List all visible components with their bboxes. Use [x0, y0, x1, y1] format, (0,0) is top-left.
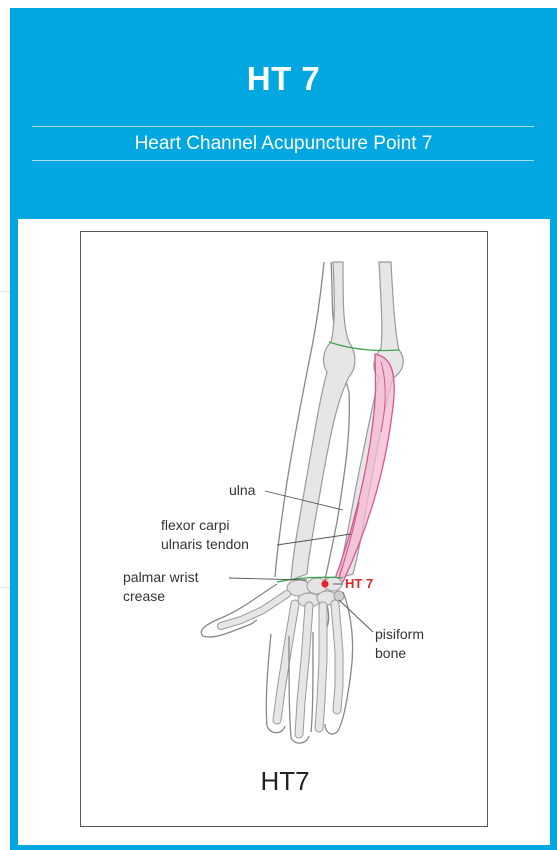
- title-divider-top: [32, 126, 534, 127]
- label-flexor-line2: ulnaris tendon: [161, 536, 249, 552]
- edge-divider: [0, 291, 10, 292]
- figure-caption: HT7: [260, 766, 309, 796]
- label-ulna: ulna: [229, 482, 256, 498]
- figure-card: ulna flexor carpi ulnaris tendon palmar …: [18, 219, 550, 845]
- page-title: HT 7: [10, 60, 557, 98]
- label-flexor-line1: flexor carpi: [161, 517, 229, 533]
- finger-bones: [277, 604, 339, 734]
- edge-divider: [0, 587, 10, 588]
- label-palmar-crease-line1: palmar wrist: [123, 569, 199, 585]
- forearm-illustration: ulna flexor carpi ulnaris tendon palmar …: [81, 232, 489, 828]
- page-subtitle: Heart Channel Acupuncture Point 7: [10, 133, 557, 155]
- title-divider-bottom: [32, 160, 534, 161]
- ht7-point-marker: [321, 580, 328, 587]
- label-ht7-point: HT 7: [345, 576, 373, 591]
- label-pisiform-line2: bone: [375, 645, 406, 661]
- label-palmar-crease-line2: crease: [123, 588, 165, 604]
- label-pisiform-line1: pisiform: [375, 626, 424, 642]
- anatomy-figure: ulna flexor carpi ulnaris tendon palmar …: [80, 231, 488, 827]
- radius-bone: [291, 262, 355, 580]
- header-panel: HT 7 Heart Channel Acupuncture Point 7: [10, 8, 557, 850]
